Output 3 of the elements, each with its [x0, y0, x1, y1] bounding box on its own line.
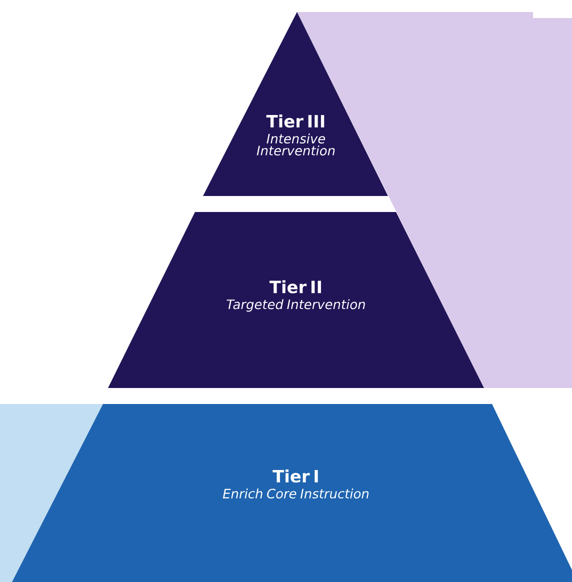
pyramid-tier: Tier III Intensive Intervention [203, 12, 388, 196]
pyramid-tier: Tier I Enrich Core Instruction [12, 404, 572, 582]
pyramid-tier: Tier II Targeted Intervention [108, 212, 484, 388]
